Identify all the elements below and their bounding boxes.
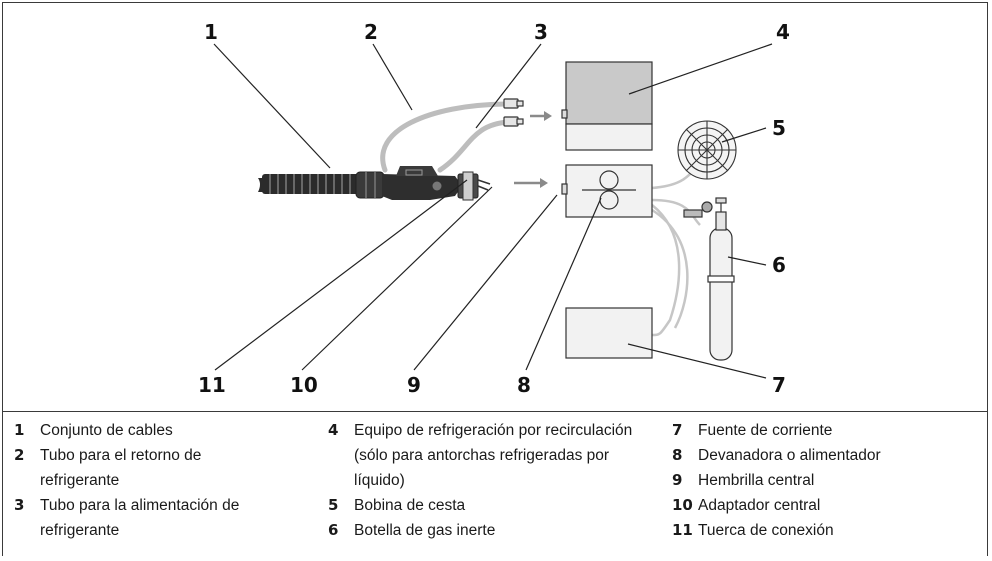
legend-item: 9 Hembrilla central [672,468,972,493]
machine-hoses [651,163,701,337]
legend-text: Tubo para el retorno de refrigerante [40,447,202,489]
gas-bottle [683,197,735,361]
legend-item: 2 Tubo para el retorno de refrigerante [14,443,314,493]
legend-text: Bobina de cesta [354,497,466,514]
legend-divider [2,411,988,412]
legend-item: 3 Tubo para la alimentación de refrigera… [14,493,314,543]
callout-2: 2 [364,20,378,44]
legend-text: Tubo para la alimentación de refrigerant… [40,497,240,539]
callout-4: 4 [776,20,790,44]
legend-item: 6 Botella de gas inerte [328,518,658,543]
legend: 1 Conjunto de cables 2 Tubo para el reto… [0,418,992,558]
equipment-diagram: 1 2 3 4 5 6 7 8 9 10 11 [198,20,790,397]
legend-item: 11 Tuerca de conexión [672,518,972,543]
gas-hose [651,198,701,226]
hoses [380,101,511,173]
callout-7: 7 [772,373,786,397]
coolant-supply-tube [437,119,511,173]
legend-text: Tuerca de conexión [698,522,834,539]
coolant-return-tube [380,101,508,173]
torch-assembly [258,166,491,201]
callout-9: 9 [407,373,421,397]
callout-1: 1 [204,20,218,44]
legend-column-2: 4 Equipo de refrigeración por recirculac… [328,418,658,543]
power-cable [651,204,681,337]
wire-spool [677,120,737,180]
callout-6: 6 [772,253,786,277]
wire-feeder [561,164,653,218]
legend-item: 4 Equipo de refrigeración por recirculac… [328,418,658,493]
callout-10: 10 [290,373,318,397]
legend-text: Botella de gas inerte [354,522,496,539]
legend-column-3: 7 Fuente de corriente 8 Devanadora o ali… [672,418,972,543]
legend-text: Fuente de corriente [698,422,833,439]
legend-item: 5 Bobina de cesta [328,493,658,518]
legend-text: Hembrilla central [698,472,815,489]
callout-numbers: 1 2 3 4 5 6 7 8 9 10 11 [198,20,790,397]
callout-5: 5 [772,116,786,140]
legend-text: Devanadora o alimentador [698,447,881,464]
callout-3: 3 [534,20,548,44]
cooling-unit [561,61,653,151]
legend-item: 8 Devanadora o alimentador [672,443,972,468]
legend-text: Equipo de refrigeración por recirculació… [354,422,633,489]
callout-8: 8 [517,373,531,397]
legend-item: 1 Conjunto de cables [14,418,314,443]
legend-column-1: 1 Conjunto de cables 2 Tubo para el reto… [14,418,314,543]
hose-connectors [503,98,524,127]
legend-item: 7 Fuente de corriente [672,418,972,443]
power-source [565,307,653,359]
flow-arrows [514,111,552,188]
legend-text: Conjunto de cables [40,422,173,439]
legend-item: 10 Adaptador central [672,493,972,518]
leader-lines [213,43,773,379]
legend-text: Adaptador central [698,497,821,514]
callout-11: 11 [198,373,226,397]
power-cable-2 [651,208,689,329]
